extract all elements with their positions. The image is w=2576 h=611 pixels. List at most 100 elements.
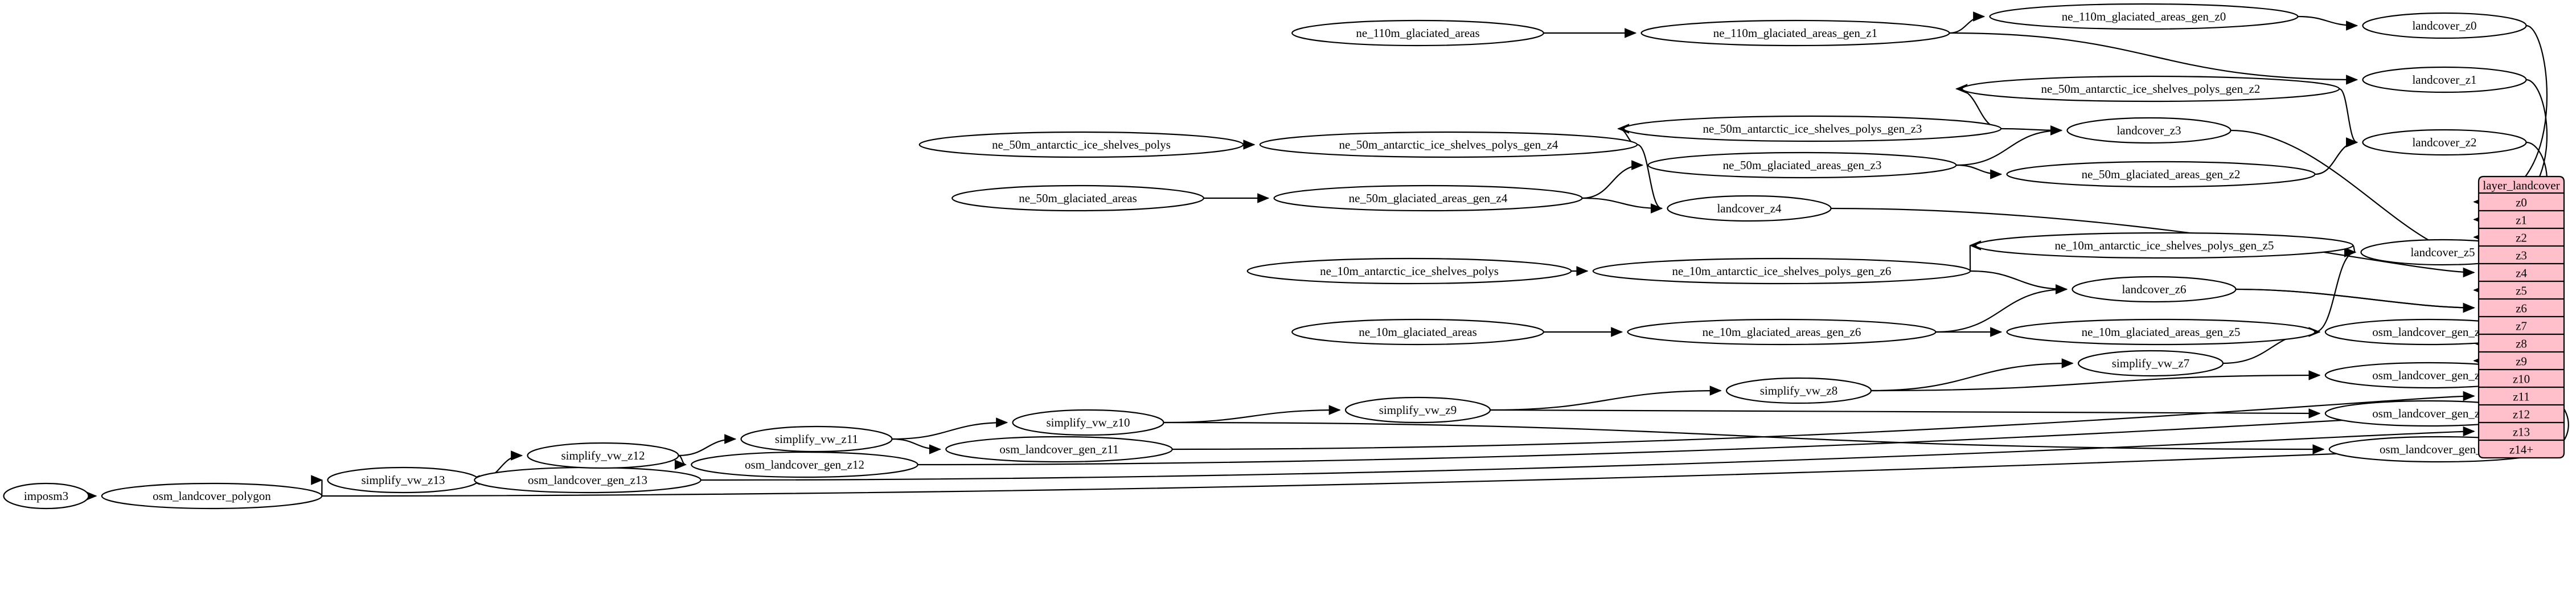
graph-edge xyxy=(2315,137,2358,175)
node-ellipse xyxy=(1592,257,1971,285)
node-ellipse xyxy=(2362,129,2527,156)
node-label: ne_110m_glaciated_areas xyxy=(1356,26,1479,40)
table-row-z6[interactable]: z6 xyxy=(2516,302,2527,315)
graph-node-osm_landcover_gen_z12[interactable]: osm_landcover_gen_z12 xyxy=(691,451,918,478)
node-label: ne_10m_antarctic_ice_shelves_polys xyxy=(1320,264,1499,278)
graph-node-ne_50m_antarctic_ice_shelves_polys_gen_z4[interactable]: ne_50m_antarctic_ice_shelves_polys_gen_z… xyxy=(1259,131,1638,158)
graph-edge xyxy=(1956,125,2063,166)
graph-node-ne_50m_antarctic_ice_shelves_polys_gen_z3[interactable]: ne_50m_antarctic_ice_shelves_polys_gen_z… xyxy=(1623,115,2002,142)
graph-edge xyxy=(2473,24,2548,207)
table-row-z14+[interactable]: z14+ xyxy=(2509,443,2533,457)
table-row-z11[interactable]: z11 xyxy=(2513,390,2530,404)
table-row-z2[interactable]: z2 xyxy=(2516,231,2527,245)
graph-node-imposm3[interactable]: imposm3 xyxy=(3,482,89,510)
graph-node-ne_50m_glaciated_areas_gen_z4[interactable]: ne_50m_glaciated_areas_gen_z4 xyxy=(1273,184,1583,212)
node-ellipse xyxy=(2072,276,2237,303)
node-ellipse xyxy=(918,131,1244,158)
node-ellipse xyxy=(3,482,89,510)
graph-node-ne_110m_glaciated_areas_gen_z0[interactable]: ne_110m_glaciated_areas_gen_z0 xyxy=(1989,3,2299,30)
graph-node-ne_10m_antarctic_ice_shelves_polys[interactable]: ne_10m_antarctic_ice_shelves_polys xyxy=(1246,257,1572,285)
table-row-z0[interactable]: z0 xyxy=(2516,196,2527,210)
graph-node-landcover_z0[interactable]: landcover_z0 xyxy=(2362,12,2527,39)
node-ellipse xyxy=(945,436,1173,463)
graph-node-ne_10m_glaciated_areas_gen_z6[interactable]: ne_10m_glaciated_areas_gen_z6 xyxy=(1627,318,1937,346)
graph-edge xyxy=(1949,32,2358,85)
graph-node-landcover_z4[interactable]: landcover_z4 xyxy=(1667,195,1832,222)
graph-node-simplify_vw_z7[interactable]: simplify_vw_z7 xyxy=(2077,350,2224,377)
table-row-z4[interactable]: z4 xyxy=(2516,266,2527,280)
graph-node-ne_10m_antarctic_ice_shelves_polys_gen_z5[interactable]: ne_10m_antarctic_ice_shelves_polys_gen_z… xyxy=(1975,232,2354,259)
node-ellipse xyxy=(1259,131,1638,158)
graph-edge xyxy=(2315,247,2357,333)
node-label: ne_10m_glaciated_areas_gen_z6 xyxy=(1703,325,1861,339)
graph-node-simplify_vw_z11[interactable]: simplify_vw_z11 xyxy=(740,425,893,453)
node-label: osm_landcover_gen_z8 xyxy=(2372,368,2485,382)
node-label: ne_50m_antarctic_ice_shelves_polys_gen_z… xyxy=(2041,82,2261,96)
table-row-label: z14+ xyxy=(2509,443,2533,457)
table-row-label: z3 xyxy=(2516,249,2527,263)
graph-node-ne_110m_glaciated_areas[interactable]: ne_110m_glaciated_areas xyxy=(1291,19,1544,47)
node-label: osm_landcover_gen_z13 xyxy=(528,473,647,487)
graph-node-landcover_z1[interactable]: landcover_z1 xyxy=(2362,66,2527,93)
node-ellipse xyxy=(1667,195,1832,222)
graph-node-ne_50m_glaciated_areas[interactable]: ne_50m_glaciated_areas xyxy=(951,184,1204,212)
node-label: imposm3 xyxy=(24,489,68,503)
graph-edge xyxy=(2298,15,2358,31)
table-row-z1[interactable]: z1 xyxy=(2516,214,2527,227)
graph-node-simplify_vw_z10[interactable]: simplify_vw_z10 xyxy=(1012,409,1164,436)
table-row-z7[interactable]: z7 xyxy=(2516,319,2527,333)
graph-node-ne_50m_glaciated_areas_gen_z2[interactable]: ne_50m_glaciated_areas_gen_z2 xyxy=(2006,161,2316,188)
node-label: ne_10m_glaciated_areas_gen_z5 xyxy=(2082,325,2241,339)
graph-node-landcover_z2[interactable]: landcover_z2 xyxy=(2362,129,2527,156)
node-label: simplify_vw_z12 xyxy=(561,449,645,462)
table-row-label: z10 xyxy=(2513,372,2530,386)
table-row-z5[interactable]: z5 xyxy=(2516,284,2527,298)
graph-node-ne_10m_antarctic_ice_shelves_polys_gen_z6[interactable]: ne_10m_antarctic_ice_shelves_polys_gen_z… xyxy=(1592,257,1971,285)
graph-node-simplify_vw_z8[interactable]: simplify_vw_z8 xyxy=(1725,377,1872,404)
table-row-z10[interactable]: z10 xyxy=(2513,372,2530,386)
table-header-label: layer_landcover xyxy=(2483,179,2559,192)
table-row-z12[interactable]: z12 xyxy=(2513,408,2530,421)
node-ellipse xyxy=(2362,66,2527,93)
table-row-z3[interactable]: z3 xyxy=(2516,249,2527,263)
node-ellipse xyxy=(1961,75,2340,102)
node-ellipse xyxy=(2006,318,2316,346)
graph-node-ne_50m_antarctic_ice_shelves_polys[interactable]: ne_50m_antarctic_ice_shelves_polys xyxy=(918,131,1244,158)
graph-node-ne_10m_glaciated_areas[interactable]: ne_10m_glaciated_areas xyxy=(1291,318,1544,346)
graph-node-simplify_vw_z13[interactable]: simplify_vw_z13 xyxy=(327,466,479,494)
graph-node-ne_110m_glaciated_areas_gen_z1[interactable]: ne_110m_glaciated_areas_gen_z1 xyxy=(1640,19,1950,47)
graph-edge xyxy=(1871,370,2321,392)
graph-node-osm_landcover_polygon[interactable]: osm_landcover_polygon xyxy=(101,482,323,510)
graph-node-osm_landcover_gen_z13[interactable]: osm_landcover_gen_z13 xyxy=(474,466,702,494)
graph-node-osm_landcover_gen_z11[interactable]: osm_landcover_gen_z11 xyxy=(945,436,1173,463)
node-ellipse xyxy=(101,482,323,510)
node-ellipse xyxy=(1273,184,1583,212)
node-ellipse xyxy=(1647,151,1957,179)
graph-node-ne_50m_glaciated_areas_gen_z3[interactable]: ne_50m_glaciated_areas_gen_z3 xyxy=(1647,151,1957,179)
graph-node-landcover_z6[interactable]: landcover_z6 xyxy=(2072,276,2237,303)
graph-node-ne_50m_antarctic_ice_shelves_polys_gen_z2[interactable]: ne_50m_antarctic_ice_shelves_polys_gen_z… xyxy=(1961,75,2340,102)
table-row-z9[interactable]: z9 xyxy=(2516,355,2527,368)
table-row-z13[interactable]: z13 xyxy=(2513,425,2530,439)
table-layer-landcover: layer_landcover z0 z1 z2 z3 z4 z5 z6 z7 z8 z9 z10 z1… xyxy=(2477,175,2565,459)
node-label: ne_10m_antarctic_ice_shelves_polys_gen_z… xyxy=(1672,264,1892,278)
graph-node-simplify_vw_z9[interactable]: simplify_vw_z9 xyxy=(1344,396,1491,424)
node-ellipse xyxy=(2066,117,2232,144)
graph-edge xyxy=(1172,391,2475,450)
graph-edge xyxy=(1582,197,1663,214)
table-row-label: z13 xyxy=(2513,425,2530,439)
node-ellipse xyxy=(740,425,893,453)
node-label: ne_50m_glaciated_areas_gen_z3 xyxy=(1723,158,1882,172)
graph-node-simplify_vw_z12[interactable]: simplify_vw_z12 xyxy=(527,442,679,469)
graph-node-landcover_z3[interactable]: landcover_z3 xyxy=(2066,117,2232,144)
table-row-label: z2 xyxy=(2516,231,2527,245)
table-row-z8[interactable]: z8 xyxy=(2516,337,2527,351)
graph-node-ne_10m_glaciated_areas_gen_z5[interactable]: ne_10m_glaciated_areas_gen_z5 xyxy=(2006,318,2316,346)
graph-edge xyxy=(2339,88,2358,147)
node-ellipse xyxy=(2362,12,2527,39)
graph-edge xyxy=(2235,288,2475,313)
node-label: ne_50m_glaciated_areas_gen_z4 xyxy=(1349,191,1508,205)
node-ellipse xyxy=(951,184,1204,212)
